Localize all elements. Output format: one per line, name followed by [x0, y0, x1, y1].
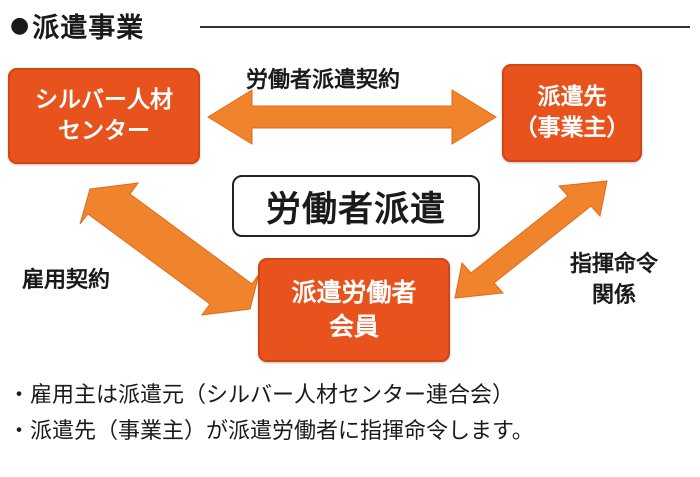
section-title: 派遣事業 — [32, 13, 145, 44]
employment-contract-arrow — [79, 182, 260, 316]
destination-line2: （事業主） — [514, 115, 630, 141]
command-label-line1: 指揮命令 — [570, 252, 659, 277]
command-label-line2: 関係 — [592, 282, 637, 308]
command-relation-label: 指揮命令 関係 — [570, 250, 658, 312]
dispatched-member-box: 派遣労働者 会員 — [258, 258, 450, 362]
employment-contract-label: 雇用契約 — [22, 268, 111, 293]
heading-rule — [200, 26, 690, 28]
section-heading: ● 派遣事業 — [10, 6, 144, 45]
silver-center-line2: センター — [58, 118, 150, 144]
silver-center-box: シルバー人材 センター — [8, 68, 200, 164]
bullet-icon: ● — [10, 13, 31, 38]
dispatch-contract-label: 労働者派遣契約 — [246, 68, 401, 93]
note-employer: ・雇用主は派遣元（シルバー人材センター連合会） — [8, 383, 515, 408]
notes-list: ・雇用主は派遣元（シルバー人材センター連合会） ・派遣先（事業主）が派遣労働者に… — [8, 378, 534, 450]
dispatch-contract-arrow — [207, 89, 497, 145]
destination-line1: 派遣先 — [537, 83, 607, 110]
dispatch-destination-box: 派遣先 （事業主） — [502, 64, 642, 162]
note-command: ・派遣先（事業主）が派遣労働者に指揮命令します。 — [8, 419, 534, 444]
member-line1: 派遣労働者 — [291, 278, 417, 308]
worker-dispatch-label: 労働者派遣 — [232, 175, 480, 237]
command-relation-arrow — [454, 180, 608, 299]
member-line2: 会員 — [328, 312, 379, 341]
silver-center-line1: シルバー人材 — [35, 86, 173, 113]
